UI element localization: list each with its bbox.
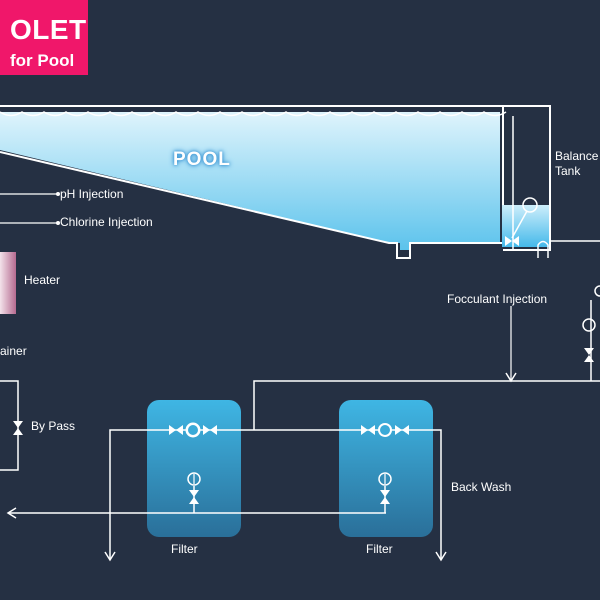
chlorine-injection-label: Chlorine Injection [60,215,153,229]
tank-drain [537,240,549,258]
balance-tank-outline [503,105,551,251]
filter1-valve-right [203,425,217,435]
balance-tank-label-1: Balance [555,149,599,163]
pool-water [0,112,500,250]
bypass-valve [13,421,23,435]
strainer-label: ainer [0,344,27,358]
brand-name: OLET [10,14,87,45]
brand-banner: OLET for Pool [0,0,88,75]
tank-inlet-valve [505,236,519,246]
filter-tank-2 [339,400,433,537]
heater-label: Heater [24,273,61,287]
filter-label-1: Filter [171,542,198,556]
pool-outline [0,105,504,259]
filter-tank-1 [147,400,241,537]
back-wash-label: Back Wash [451,480,512,494]
focculant-injection-label: Focculant Injection [447,292,548,306]
heater-unit [0,252,16,314]
filter1-inner-gauge [187,472,201,486]
filter2-inner-gauge [378,472,392,486]
filter-label-2: Filter [366,542,393,556]
float-ball [522,197,538,213]
by-pass-label: By Pass [31,419,76,433]
float-arm [511,210,528,239]
top-manifold [109,429,442,560]
filter2-valve-right [395,425,409,435]
pool-label: POOL [173,149,231,170]
brand-tagline: for Pool [10,51,75,70]
balance-tank-label-2: Tank [555,164,581,178]
pool-surface-waves [0,111,507,117]
pump-gauge [582,318,596,332]
filter1-valve-left [169,425,183,435]
filter2-valve-left [361,425,375,435]
ph-injection-label: pH Injection [60,187,124,201]
supply-pipe [253,380,600,430]
bypass-pipe [0,380,19,471]
